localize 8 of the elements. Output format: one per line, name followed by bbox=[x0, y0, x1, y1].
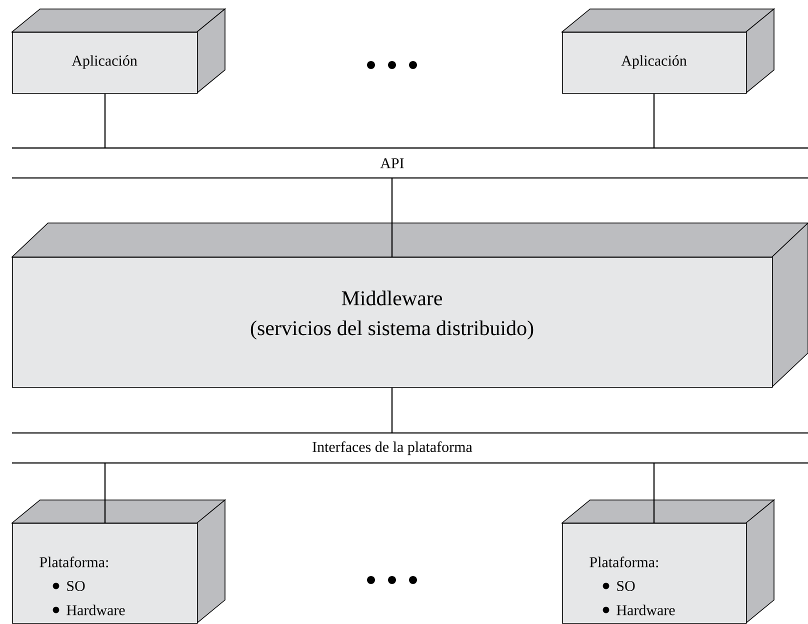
connector-line bbox=[653, 463, 655, 523]
interface-band: Interfaces de la plataforma bbox=[12, 432, 808, 464]
connector-line bbox=[391, 388, 393, 433]
connector-line bbox=[104, 94, 106, 148]
connector-line bbox=[653, 94, 655, 148]
interface-band: API bbox=[12, 147, 808, 179]
connector-line bbox=[104, 463, 106, 523]
connector-line bbox=[391, 178, 393, 257]
